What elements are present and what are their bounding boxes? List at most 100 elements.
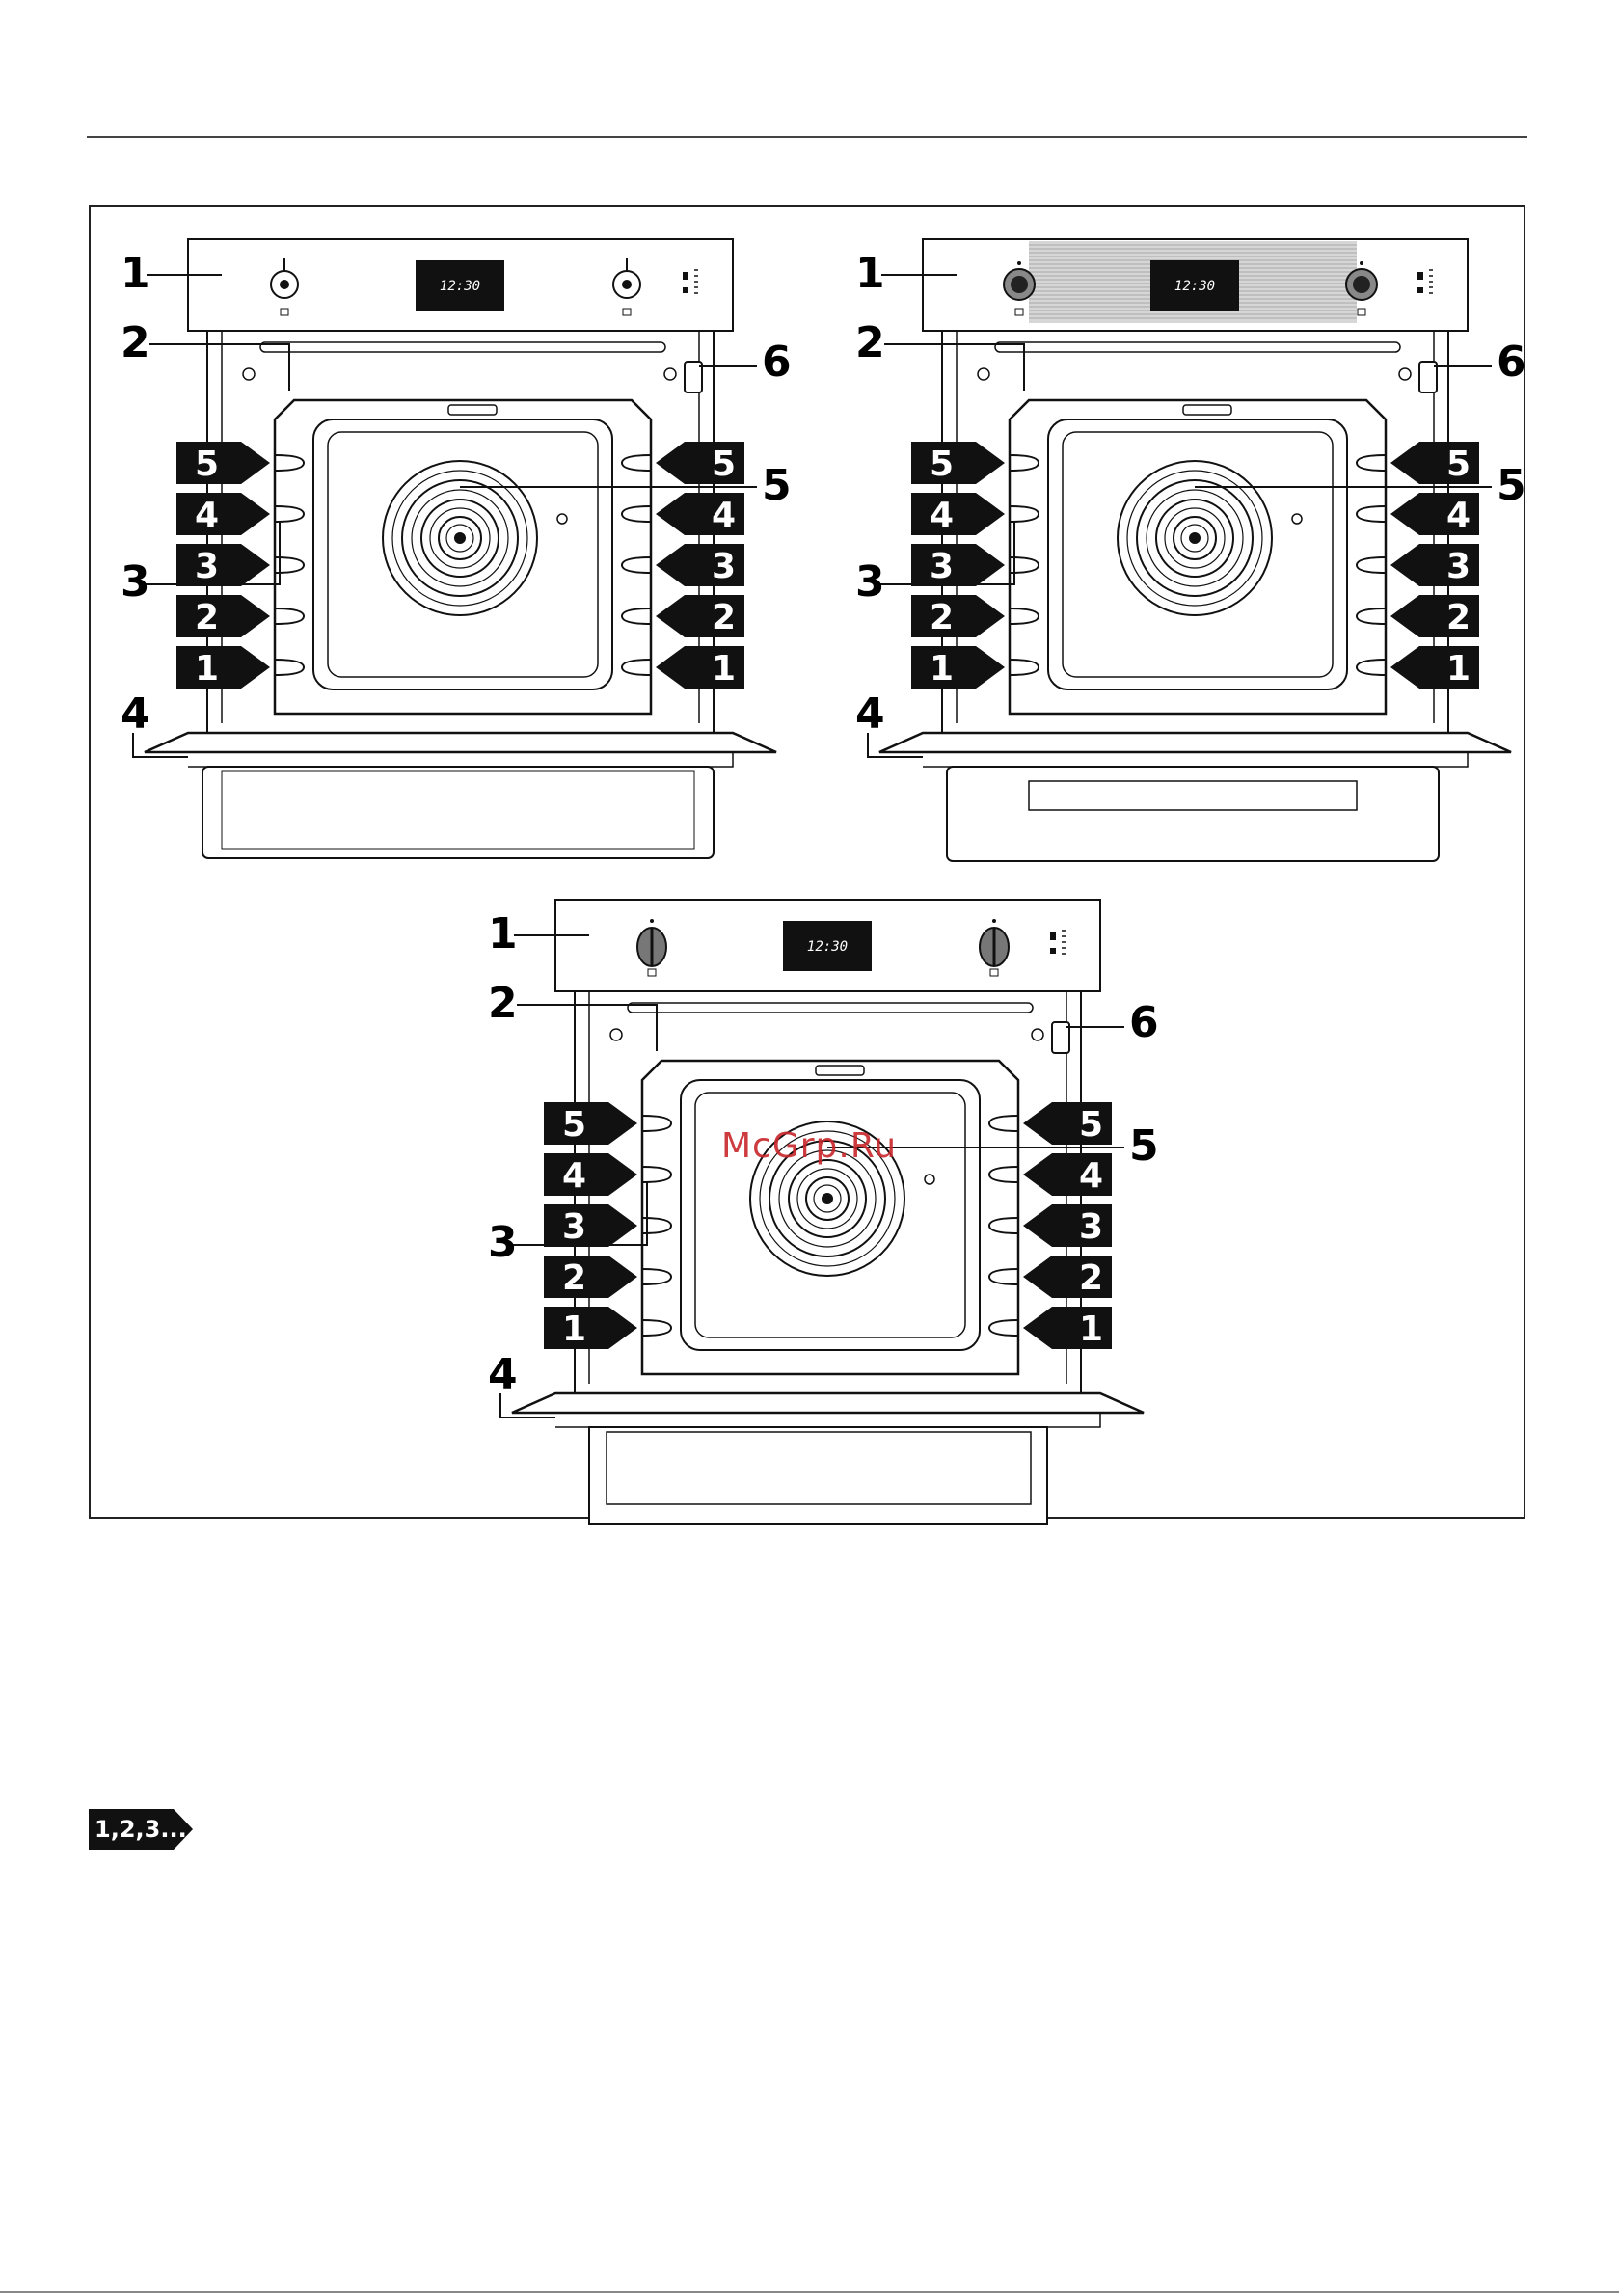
shelf-tag-left — [911, 646, 1005, 689]
shelf-number-left: 5 — [195, 445, 219, 484]
shelf-tag-left — [176, 493, 270, 535]
shelf-number-left: 4 — [195, 496, 219, 535]
door-glass — [202, 767, 714, 858]
shelf-number-right: 4 — [1446, 496, 1471, 535]
callout-control-panel-label: 1 — [855, 249, 885, 298]
watermark-text: McGrp.Ru — [721, 1126, 897, 1166]
shelf-number-right: 5 — [1079, 1105, 1103, 1145]
callout-shelf-guides-label: 3 — [855, 557, 885, 607]
shelf-number-right: 1 — [1079, 1310, 1103, 1349]
callout-lamp-label: 6 — [1497, 338, 1526, 387]
shelf-number-left: 3 — [562, 1207, 586, 1247]
shelf-tag-left — [911, 442, 1005, 484]
shelf-number-right: 1 — [712, 649, 736, 689]
step-sequence-badge: 1,2,3... — [89, 1809, 195, 1850]
status-icon-top — [1050, 932, 1056, 940]
shelf-number-right: 2 — [1079, 1258, 1103, 1298]
shelf-number-right: 5 — [712, 445, 736, 484]
shelf-tag-left — [544, 1102, 637, 1145]
shelf-tag-left — [544, 1153, 637, 1196]
shelf-tag-left — [176, 544, 270, 586]
door-top-edge — [145, 733, 776, 752]
shelf-number-right: 1 — [1446, 649, 1471, 689]
shelf-number-left: 5 — [562, 1105, 586, 1145]
cavity-screw-left — [610, 1029, 622, 1040]
knob-center — [280, 280, 289, 289]
callout-cavity-label: 2 — [488, 979, 518, 1028]
callout-cavity-label: 2 — [855, 318, 885, 367]
callout-fan-label: 5 — [1497, 461, 1526, 510]
shelf-number-right: 5 — [1446, 445, 1471, 484]
display-time: 12:30 — [1174, 279, 1215, 294]
knob-dot — [650, 919, 654, 923]
shelf-number-left: 2 — [930, 598, 954, 637]
shelf-number-left: 5 — [930, 445, 954, 484]
cavity-screw-right — [1032, 1029, 1043, 1040]
door-lip — [555, 1413, 1100, 1427]
status-icon-bottom — [683, 287, 688, 293]
footer-rule — [0, 2291, 1619, 2293]
badge-label: 1,2,3... — [94, 1816, 187, 1843]
callout-cavity-leader — [517, 1005, 657, 1051]
header-rule — [87, 136, 1527, 138]
display-time: 12:30 — [807, 939, 848, 955]
shelf-tag-left — [176, 646, 270, 689]
cavity-screw-left — [243, 368, 255, 380]
callout-lamp-label: 6 — [1129, 998, 1159, 1047]
callout-shelf-guides-label: 3 — [121, 557, 150, 607]
top-vent — [260, 342, 665, 352]
shelf-number-left: 2 — [195, 598, 219, 637]
door-lip — [923, 752, 1468, 767]
oven-diagram-variant-1: 12:305544332211123456 — [96, 231, 810, 887]
shelf-tag-left — [911, 595, 1005, 637]
shelf-number-left: 4 — [930, 496, 954, 535]
shelf-number-left: 1 — [562, 1310, 586, 1349]
status-icon-top — [683, 272, 688, 280]
cavity-outline — [275, 400, 651, 714]
shelf-number-right: 3 — [1079, 1207, 1103, 1247]
door-top-edge — [512, 1393, 1144, 1413]
shelf-tag-left — [544, 1307, 637, 1349]
callout-door-label: 4 — [855, 689, 885, 739]
knob-dot — [992, 919, 996, 923]
knob-center — [622, 280, 632, 289]
callout-door-label: 4 — [488, 1350, 518, 1399]
shelf-number-right: 3 — [712, 547, 736, 586]
callout-control-panel-label: 1 — [121, 249, 150, 298]
cavity-screw-right — [664, 368, 676, 380]
shelf-number-left: 1 — [195, 649, 219, 689]
shelf-number-right: 2 — [1446, 598, 1471, 637]
shelf-number-left: 3 — [195, 547, 219, 586]
shelf-number-right: 4 — [712, 496, 736, 535]
knob-dot — [1017, 261, 1021, 265]
shelf-number-left: 2 — [562, 1258, 586, 1298]
callout-cavity-leader — [884, 344, 1024, 391]
shelf-tag-left — [544, 1256, 637, 1298]
callout-cavity-label: 2 — [121, 318, 150, 367]
callout-cavity-leader — [149, 344, 289, 391]
shelf-tag-left — [544, 1204, 637, 1247]
knob-dot — [1360, 261, 1363, 265]
callout-shelf-guides-label: 3 — [488, 1218, 518, 1267]
shelf-number-left: 3 — [930, 547, 954, 586]
shelf-number-right: 4 — [1079, 1156, 1103, 1196]
door-glass — [589, 1427, 1047, 1524]
cavity-screw-right — [1399, 368, 1411, 380]
shelf-tag-left — [911, 544, 1005, 586]
status-icon-bottom — [1050, 948, 1056, 954]
shelf-number-left: 1 — [930, 649, 954, 689]
callout-lamp-label: 6 — [762, 338, 792, 387]
status-icon-top — [1417, 272, 1423, 280]
fan-hub — [454, 532, 466, 544]
cavity-screw-left — [978, 368, 989, 380]
callout-fan-label: 5 — [762, 461, 792, 510]
cavity-outline — [1010, 400, 1386, 714]
callout-fan-label: 5 — [1129, 1121, 1159, 1171]
fan-hub — [1189, 532, 1201, 544]
knob-inner — [1011, 276, 1028, 293]
cavity-outline — [642, 1061, 1018, 1374]
callout-door-label: 4 — [121, 689, 150, 739]
shelf-tag-left — [176, 442, 270, 484]
